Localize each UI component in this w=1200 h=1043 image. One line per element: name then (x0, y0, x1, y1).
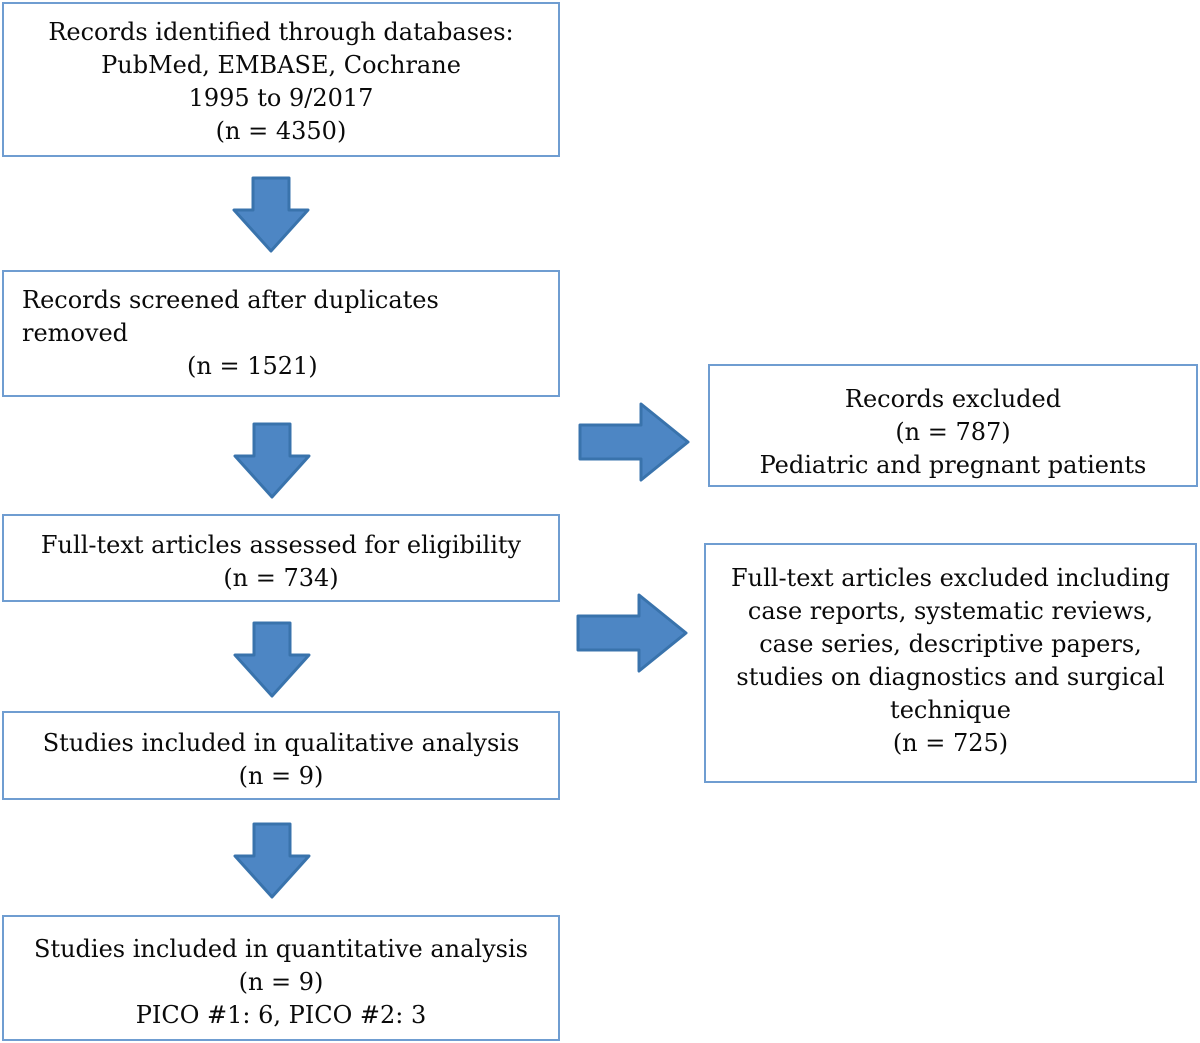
box-line: case series, descriptive papers, (759, 630, 1142, 658)
box-line: Full-text articles assessed for eligibil… (40, 531, 522, 559)
box-line: technique (890, 696, 1011, 724)
box-line: Records excluded (844, 385, 1062, 413)
box-line: Full-text articles excluded including (730, 564, 1171, 592)
box-line: PICO #1: 6, PICO #2: 3 (135, 1001, 427, 1029)
box-records-excluded: Records excluded (n = 787) Pediatric and… (708, 364, 1198, 487)
box-fulltext-assessed: Full-text articles assessed for eligibil… (2, 514, 560, 602)
right-arrow-icon (576, 593, 688, 673)
box-line: Records identified through databases: (48, 18, 514, 46)
down-arrow-icon (233, 422, 311, 499)
down-arrow-icon (233, 621, 311, 698)
right-arrow-icon (578, 402, 690, 482)
box-line: studies on diagnostics and surgical (736, 663, 1165, 691)
down-arrow-icon (232, 176, 310, 253)
count-line: (n = 9) (238, 762, 324, 790)
down-arrow-icon (233, 822, 311, 899)
box-line: Studies included in quantitative analysi… (34, 935, 528, 963)
box-fulltext-excluded: Full-text articles excluded including ca… (704, 543, 1197, 783)
box-line: PubMed, EMBASE, Cochrane (101, 51, 461, 79)
box-line: Records screened after duplicates remove… (22, 286, 439, 347)
box-line: Studies included in qualitative analysis (42, 729, 520, 757)
count-line: (n = 725) (892, 729, 1009, 757)
count-line: (n = 734) (223, 564, 339, 592)
box-line: case reports, systematic reviews, (747, 597, 1154, 625)
box-line: Pediatric and pregnant patients (759, 451, 1147, 479)
box-quantitative-analysis: Studies included in quantitative analysi… (2, 915, 560, 1041)
box-records-screened: Records screened after duplicates remove… (2, 270, 560, 397)
box-line: 1995 to 9/2017 (188, 84, 374, 112)
count-line: (n = 787) (895, 418, 1011, 446)
count-line: (n = 1521) (187, 352, 318, 380)
count-line: (n = 9) (238, 968, 324, 996)
box-qualitative-analysis: Studies included in qualitative analysis… (2, 711, 560, 800)
box-records-identified: Records identified through databases: Pu… (2, 2, 560, 157)
count-line: (n = 4350) (215, 117, 347, 145)
